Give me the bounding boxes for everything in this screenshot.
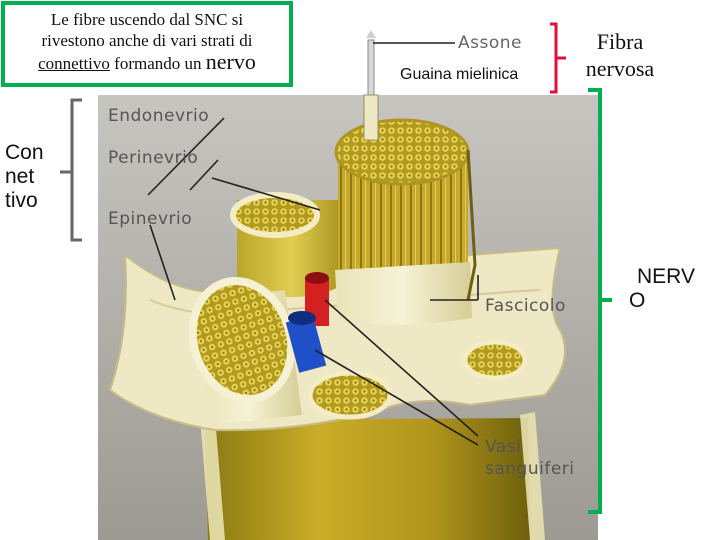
label-epinevrio: Epinevrio: [108, 209, 192, 229]
intro-line-3-middle: formando un: [110, 54, 206, 73]
label-nervosa: nervosa: [575, 55, 665, 82]
label-assone: Assone: [458, 33, 522, 53]
label-sanguiferi: sanguiferi: [485, 458, 575, 480]
intro-line-1: Le fibre uscendo dal SNC si: [5, 9, 289, 30]
label-nervo-1: NERV: [629, 265, 695, 289]
intro-nervo-word: nervo: [206, 49, 256, 74]
label-perinevrio: Perinevrio: [108, 148, 198, 168]
nerve-trunk: [205, 418, 530, 540]
label-fascicolo: Fascicolo: [485, 296, 566, 316]
fascicolo-basso: [310, 373, 390, 417]
fibra-bracket: [550, 24, 566, 92]
label-connettivo-3: tivo: [5, 189, 44, 213]
label-fibra: Fibra: [575, 28, 665, 55]
label-connettivo-1: Con: [5, 141, 44, 165]
label-nervo-2: O: [629, 289, 695, 313]
intro-text-box: Le fibre uscendo dal SNC si rivestono an…: [1, 1, 293, 87]
label-endonevrio: Endonevrio: [108, 106, 209, 126]
assone-illustrato: [368, 40, 374, 100]
label-fibra-nervosa: Fibra nervosa: [575, 28, 665, 82]
intro-line-3: connettivo formando un nervo: [5, 51, 289, 74]
label-vasi: Vasi: [485, 436, 575, 458]
label-guaina-mielinica: Guaina mielinica: [400, 66, 518, 84]
connettivo-bracket: [60, 100, 82, 240]
label-vasi-sanguiferi: Vasi sanguiferi: [485, 436, 575, 480]
fascicolo-top-left: [233, 195, 317, 235]
fascicolo-centrale: [336, 120, 468, 184]
intro-connettivo-link: connettivo: [38, 54, 110, 73]
label-connettivo: Con net tivo: [5, 141, 44, 213]
label-connettivo-2: net: [5, 165, 44, 189]
label-nervo: NERV O: [629, 265, 695, 313]
intro-line-2: rivestono anche di vari strati di: [5, 30, 289, 51]
